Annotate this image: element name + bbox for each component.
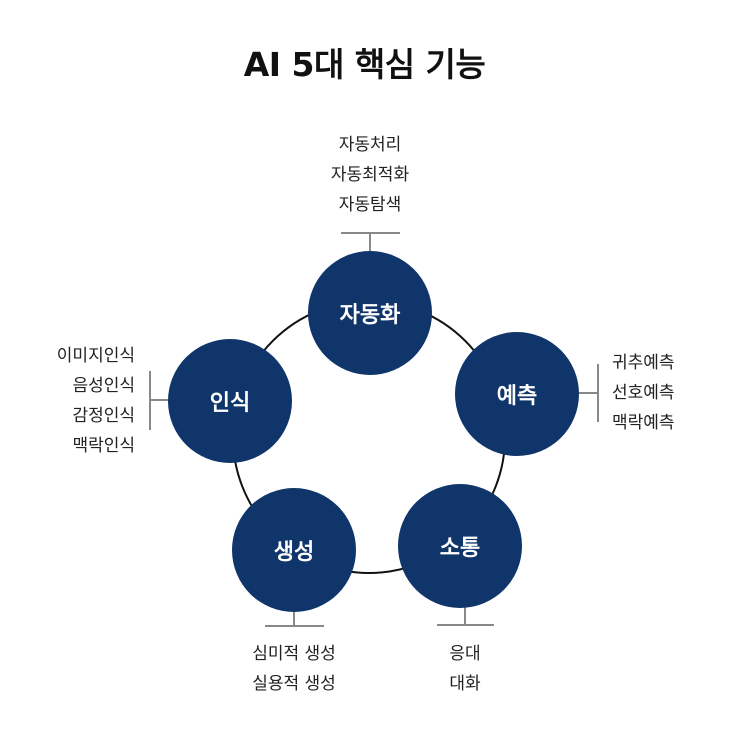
label-item: 심미적 생성: [252, 644, 336, 664]
bracket-generation: [265, 610, 324, 627]
labels-recognition: 이미지인식 음성인식 감정인식 맥락인식: [20, 341, 135, 461]
labels-automation: 자동처리 자동최적화 자동탐색: [300, 130, 440, 220]
label-item: 이미지인식: [56, 346, 135, 366]
bracket-prediction: [579, 364, 599, 422]
label-item: 자동탐색: [338, 195, 402, 215]
label-item: 대화: [449, 674, 481, 694]
node-automation: 자동화: [308, 251, 432, 375]
labels-prediction: 귀추예측 선호예측 맥락예측: [612, 348, 712, 438]
bracket-communication: [437, 607, 494, 626]
page-title: AI 5대 핵심 기능: [243, 45, 486, 84]
label-item: 실용적 생성: [252, 674, 336, 694]
bracket-automation: [341, 232, 400, 251]
label-item: 귀추예측: [612, 353, 675, 373]
label-item: 자동최적화: [330, 165, 410, 185]
node-recognition: 인식: [168, 339, 292, 463]
label-item: 맥락예측: [612, 413, 675, 433]
bracket-recognition: [149, 371, 168, 430]
label-item: 응대: [449, 644, 481, 664]
node-communication: 소통: [398, 484, 522, 608]
label-item: 맥락인식: [72, 436, 135, 456]
node-prediction: 예측: [455, 332, 579, 456]
node-generation: 생성: [232, 488, 356, 612]
label-item: 감정인식: [72, 406, 135, 426]
label-item: 자동처리: [338, 135, 402, 155]
label-item: 선호예측: [612, 383, 675, 403]
labels-communication: 응대 대화: [415, 639, 515, 699]
label-item: 음성인식: [72, 376, 135, 396]
labels-generation: 심미적 생성 실용적 생성: [224, 639, 364, 699]
